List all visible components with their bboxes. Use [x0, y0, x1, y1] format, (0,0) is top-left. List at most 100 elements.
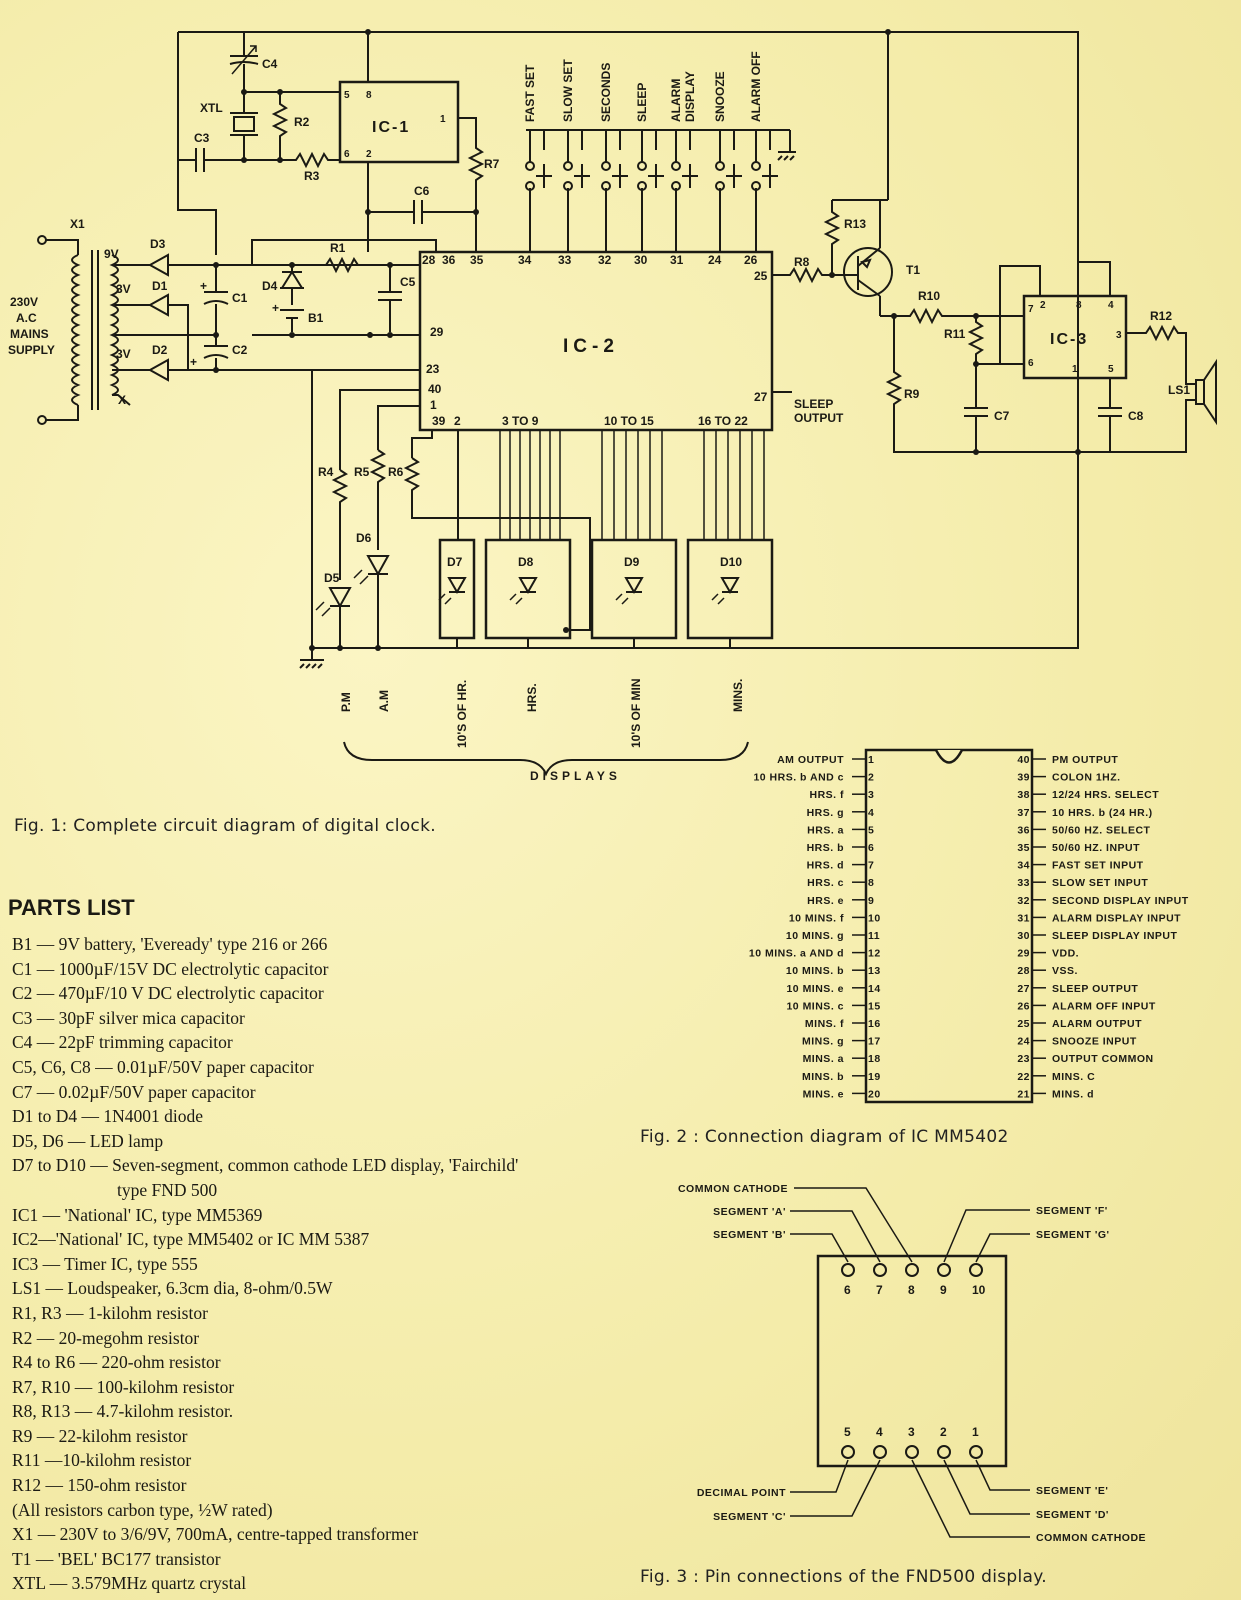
pin-number: 32	[1017, 895, 1030, 907]
c6-capacitor	[413, 200, 423, 224]
pin-number: 3	[868, 789, 874, 801]
d5-led	[328, 587, 352, 648]
ic1-label: IC-1	[372, 119, 410, 136]
plus-sign: +	[272, 301, 279, 315]
pin-number: 10	[972, 1283, 986, 1297]
parts-list-title: PARTS LIST	[8, 895, 135, 920]
pin-number: 13	[868, 965, 881, 977]
ic2-pin-label: 2	[454, 414, 461, 428]
d6-led	[366, 555, 390, 648]
r13-label: R13	[844, 217, 866, 231]
c7-label: C7	[994, 409, 1010, 423]
c8-label: C8	[1128, 409, 1144, 423]
pin-number: 20	[868, 1088, 881, 1100]
ic3-box	[1022, 294, 1128, 380]
switch-label: DISPLAY	[683, 71, 697, 122]
switch-fast-set: FAST SET	[523, 64, 552, 252]
parts-list-item: T1 — 'BEL' BC177 transistor	[12, 1548, 221, 1569]
ic2-pin-label: 33	[558, 253, 572, 267]
ic3-pin-label: 7	[1028, 304, 1034, 315]
switch-label: FAST SET	[523, 64, 537, 122]
fnd500-label: DECIMAL POINT	[697, 1487, 786, 1499]
pin-hole	[937, 1263, 951, 1277]
leader-common-cathode-top	[794, 1187, 913, 1263]
pin-number: 17	[868, 1036, 881, 1048]
ic2-pin-label: 3 TO 9	[502, 414, 539, 428]
fnd500-label: COMMON CATHODE	[1036, 1532, 1146, 1544]
ic1-pin-label: 8	[366, 90, 372, 101]
crystal-plates	[230, 112, 258, 136]
parts-list-item: D7 to D10 — Seven-segment, common cathod…	[12, 1155, 519, 1176]
ic1-pin-label: 1	[440, 114, 446, 125]
ls1-loudspeaker	[1195, 379, 1205, 405]
leader-segment-d	[943, 1459, 1030, 1515]
t1-label: T1	[906, 263, 920, 277]
r10-label: R10	[918, 289, 940, 303]
pin-label: MINS. a	[803, 1053, 844, 1065]
pin40-wire	[339, 389, 420, 470]
leader-segment-f	[943, 1209, 1030, 1263]
r3-and-c3-wire	[178, 151, 340, 169]
parts-list-item: D1 to D4 — 1N4001 diode	[12, 1106, 204, 1127]
leader-segment-b	[790, 1233, 849, 1263]
pin39-wire	[411, 430, 433, 458]
ic1-pin-label: 2	[366, 149, 372, 160]
parts-list-item: R12 — 150-ohm resistor	[12, 1475, 187, 1496]
fnd500-label: SEGMENT 'G'	[1036, 1229, 1110, 1241]
fnd500-label: SEGMENT 'D'	[1036, 1509, 1109, 1521]
transformer-x1: X1 9V 3V 3V X	[37, 217, 216, 425]
display-output-label: A.M	[377, 690, 391, 712]
parts-list-item: R11 —10-kilohm resistor	[12, 1450, 192, 1471]
ic3-pin-label: 2	[1040, 300, 1046, 311]
c4-label: C4	[262, 57, 278, 71]
c4-trimmer-capacitor: C4	[229, 32, 278, 92]
left-supply-wire	[177, 32, 217, 255]
ls1-label: LS1	[1168, 383, 1190, 397]
displays-label: DISPLAYS	[530, 769, 621, 783]
ic2-pin-label: 25	[754, 269, 768, 283]
display-d9: D9	[590, 430, 678, 648]
display-label: D7	[447, 555, 463, 569]
c6-wires	[367, 162, 476, 252]
c1-label: C1	[232, 291, 248, 305]
ic2-pin-label: 40	[428, 382, 442, 396]
parts-list-item: C1 — 1000µF/15V DC electrolytic capacito…	[12, 958, 329, 979]
parts-list-item: R8, R13 — 4.7-kilohm resistor.	[12, 1401, 234, 1422]
ic2-pin-label: 34	[518, 253, 532, 267]
pin-number: 6	[868, 842, 874, 854]
ic3-label: IC-3	[1050, 331, 1088, 348]
pin-number: 39	[1017, 772, 1030, 784]
pin-number: 10	[868, 912, 881, 924]
pin-number: 27	[1017, 983, 1030, 995]
pin-hole	[969, 1445, 983, 1459]
x1-label: X1	[70, 217, 85, 231]
leader-segment-e	[975, 1459, 1030, 1491]
ic3-pin-label: 8	[1076, 300, 1082, 311]
parts-list: B1 — 9V battery, 'Eveready' type 216 or …	[12, 932, 632, 1596]
pin-label: COLON 1HZ.	[1052, 772, 1121, 784]
ic3-wiring	[999, 261, 1122, 452]
fnd500-label: SEGMENT 'F'	[1036, 1205, 1108, 1217]
r5-resistor	[369, 449, 387, 550]
pin-label: VSS.	[1052, 965, 1078, 977]
ic2-pin-label: 28	[422, 253, 436, 267]
pin-number: 37	[1017, 807, 1030, 819]
pin-number: 4	[876, 1425, 883, 1439]
display-output-label: HRS.	[525, 683, 539, 712]
pin-number: 14	[868, 983, 881, 995]
pin-hole	[841, 1263, 855, 1277]
led-rays	[315, 601, 331, 617]
3v-tap-label: 3V	[116, 282, 131, 296]
pin-hole	[905, 1263, 919, 1277]
pin-label: HRS. f	[810, 789, 845, 801]
d2-label: D2	[152, 343, 168, 357]
pin-number: 2	[868, 772, 874, 784]
xtl-label: XTL	[200, 101, 223, 115]
leader-segment-g	[975, 1233, 1030, 1263]
